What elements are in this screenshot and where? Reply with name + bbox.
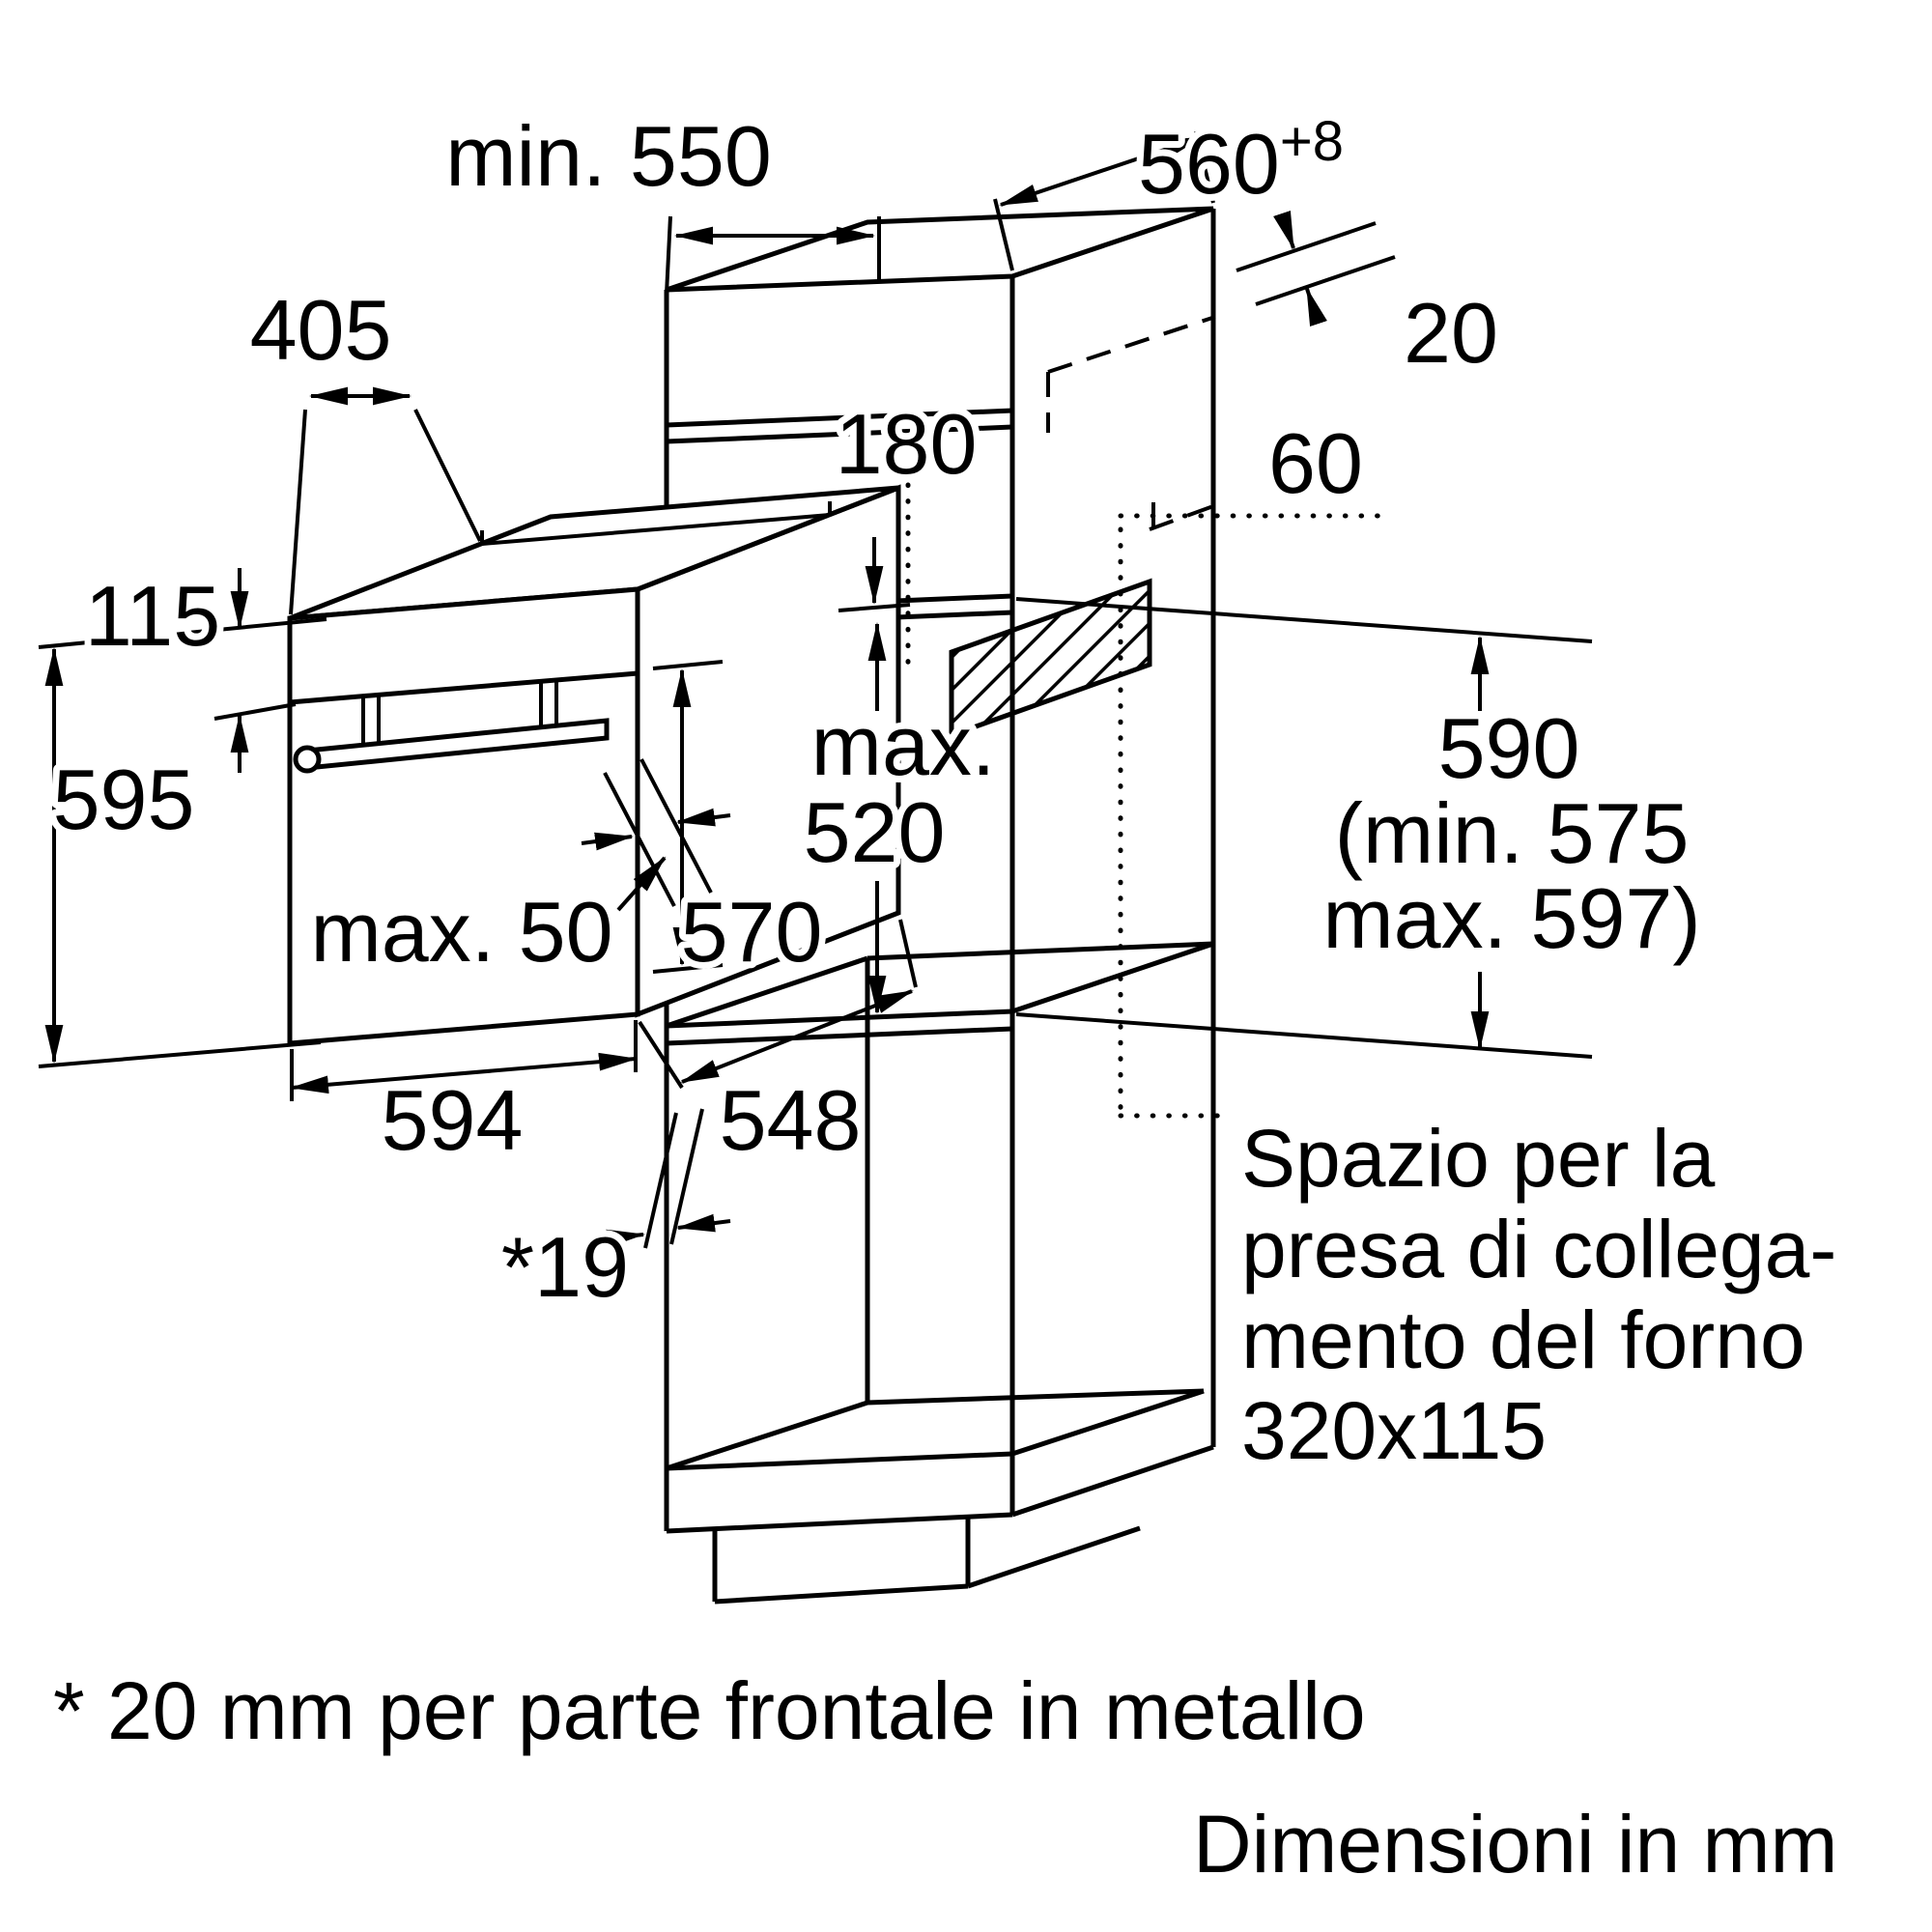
dim-20-label: 20: [1404, 285, 1498, 381]
socket-note-line-2: presa di collega-: [1241, 1204, 1836, 1294]
cabinet-plinth: [712, 1519, 1141, 1605]
dim-594-label: 594: [382, 1072, 524, 1168]
units-note: Dimensioni in mm: [1193, 1799, 1838, 1889]
oven-handle: [293, 679, 610, 774]
dim-max50-label: max. 50: [310, 884, 612, 980]
dim-405-label: 405: [250, 282, 392, 378]
dimension-20: [1236, 210, 1396, 327]
dim-548-label: 548: [720, 1072, 862, 1168]
dim-590-label: 590: [1438, 700, 1580, 796]
socket-note-line-1: Spazio per la: [1241, 1113, 1716, 1204]
dim-590-min-label: (min. 575: [1335, 785, 1690, 881]
dimension-115: [213, 568, 297, 773]
handle-end-cap: [293, 745, 322, 774]
dim-180-label: 180: [836, 396, 978, 492]
dimension-590: [1015, 597, 1593, 1059]
dimension-min550: [665, 215, 881, 295]
oven-control-panel-line: [289, 670, 639, 705]
dimension-560: [993, 130, 1215, 271]
dim-niche-width-label: min. 550: [445, 108, 772, 204]
oven: [287, 484, 901, 1046]
dimension-180: [838, 537, 911, 612]
cabinet-floor: [666, 1388, 1205, 1471]
dim-595-label: 595: [53, 752, 195, 847]
hidden-edges: [1046, 315, 1216, 531]
dimension-570: [652, 660, 724, 974]
cabinet-top-face: [666, 206, 1214, 293]
socket-space: [905, 482, 1396, 1119]
dim-60-label: 60: [1268, 415, 1363, 511]
dim-max520-value: 520: [804, 784, 946, 880]
footnote: * 20 mm per parte frontale in metallo: [53, 1665, 1366, 1756]
dim-560-tolerance: +8: [1280, 110, 1344, 173]
oven-top-step: [481, 513, 831, 546]
dimension-594: [290, 1020, 638, 1101]
dim-depth-560-label: 560+8: [1138, 110, 1344, 212]
dim-19-label: *19: [501, 1219, 629, 1315]
dim-max520-word: max.: [811, 697, 996, 793]
dimension-19: [588, 1108, 731, 1249]
dim-115-label: 115: [85, 568, 220, 664]
dim-570-label: 570: [681, 884, 823, 980]
niche-top-panel: [666, 408, 1013, 428]
socket-note-line-3: mento del forno: [1241, 1294, 1805, 1385]
dimension-548: [638, 919, 918, 1090]
labels: min. 550 560+8 405 20 180 60 115 595 max…: [46, 101, 1845, 1896]
dimension-595: [38, 617, 327, 1068]
socket-note-line-4: 320x115: [1241, 1385, 1547, 1476]
dimension-405: [289, 386, 482, 615]
dim-590-max-label: max. 597): [1322, 870, 1700, 966]
dim-560-value: 560: [1138, 116, 1280, 212]
